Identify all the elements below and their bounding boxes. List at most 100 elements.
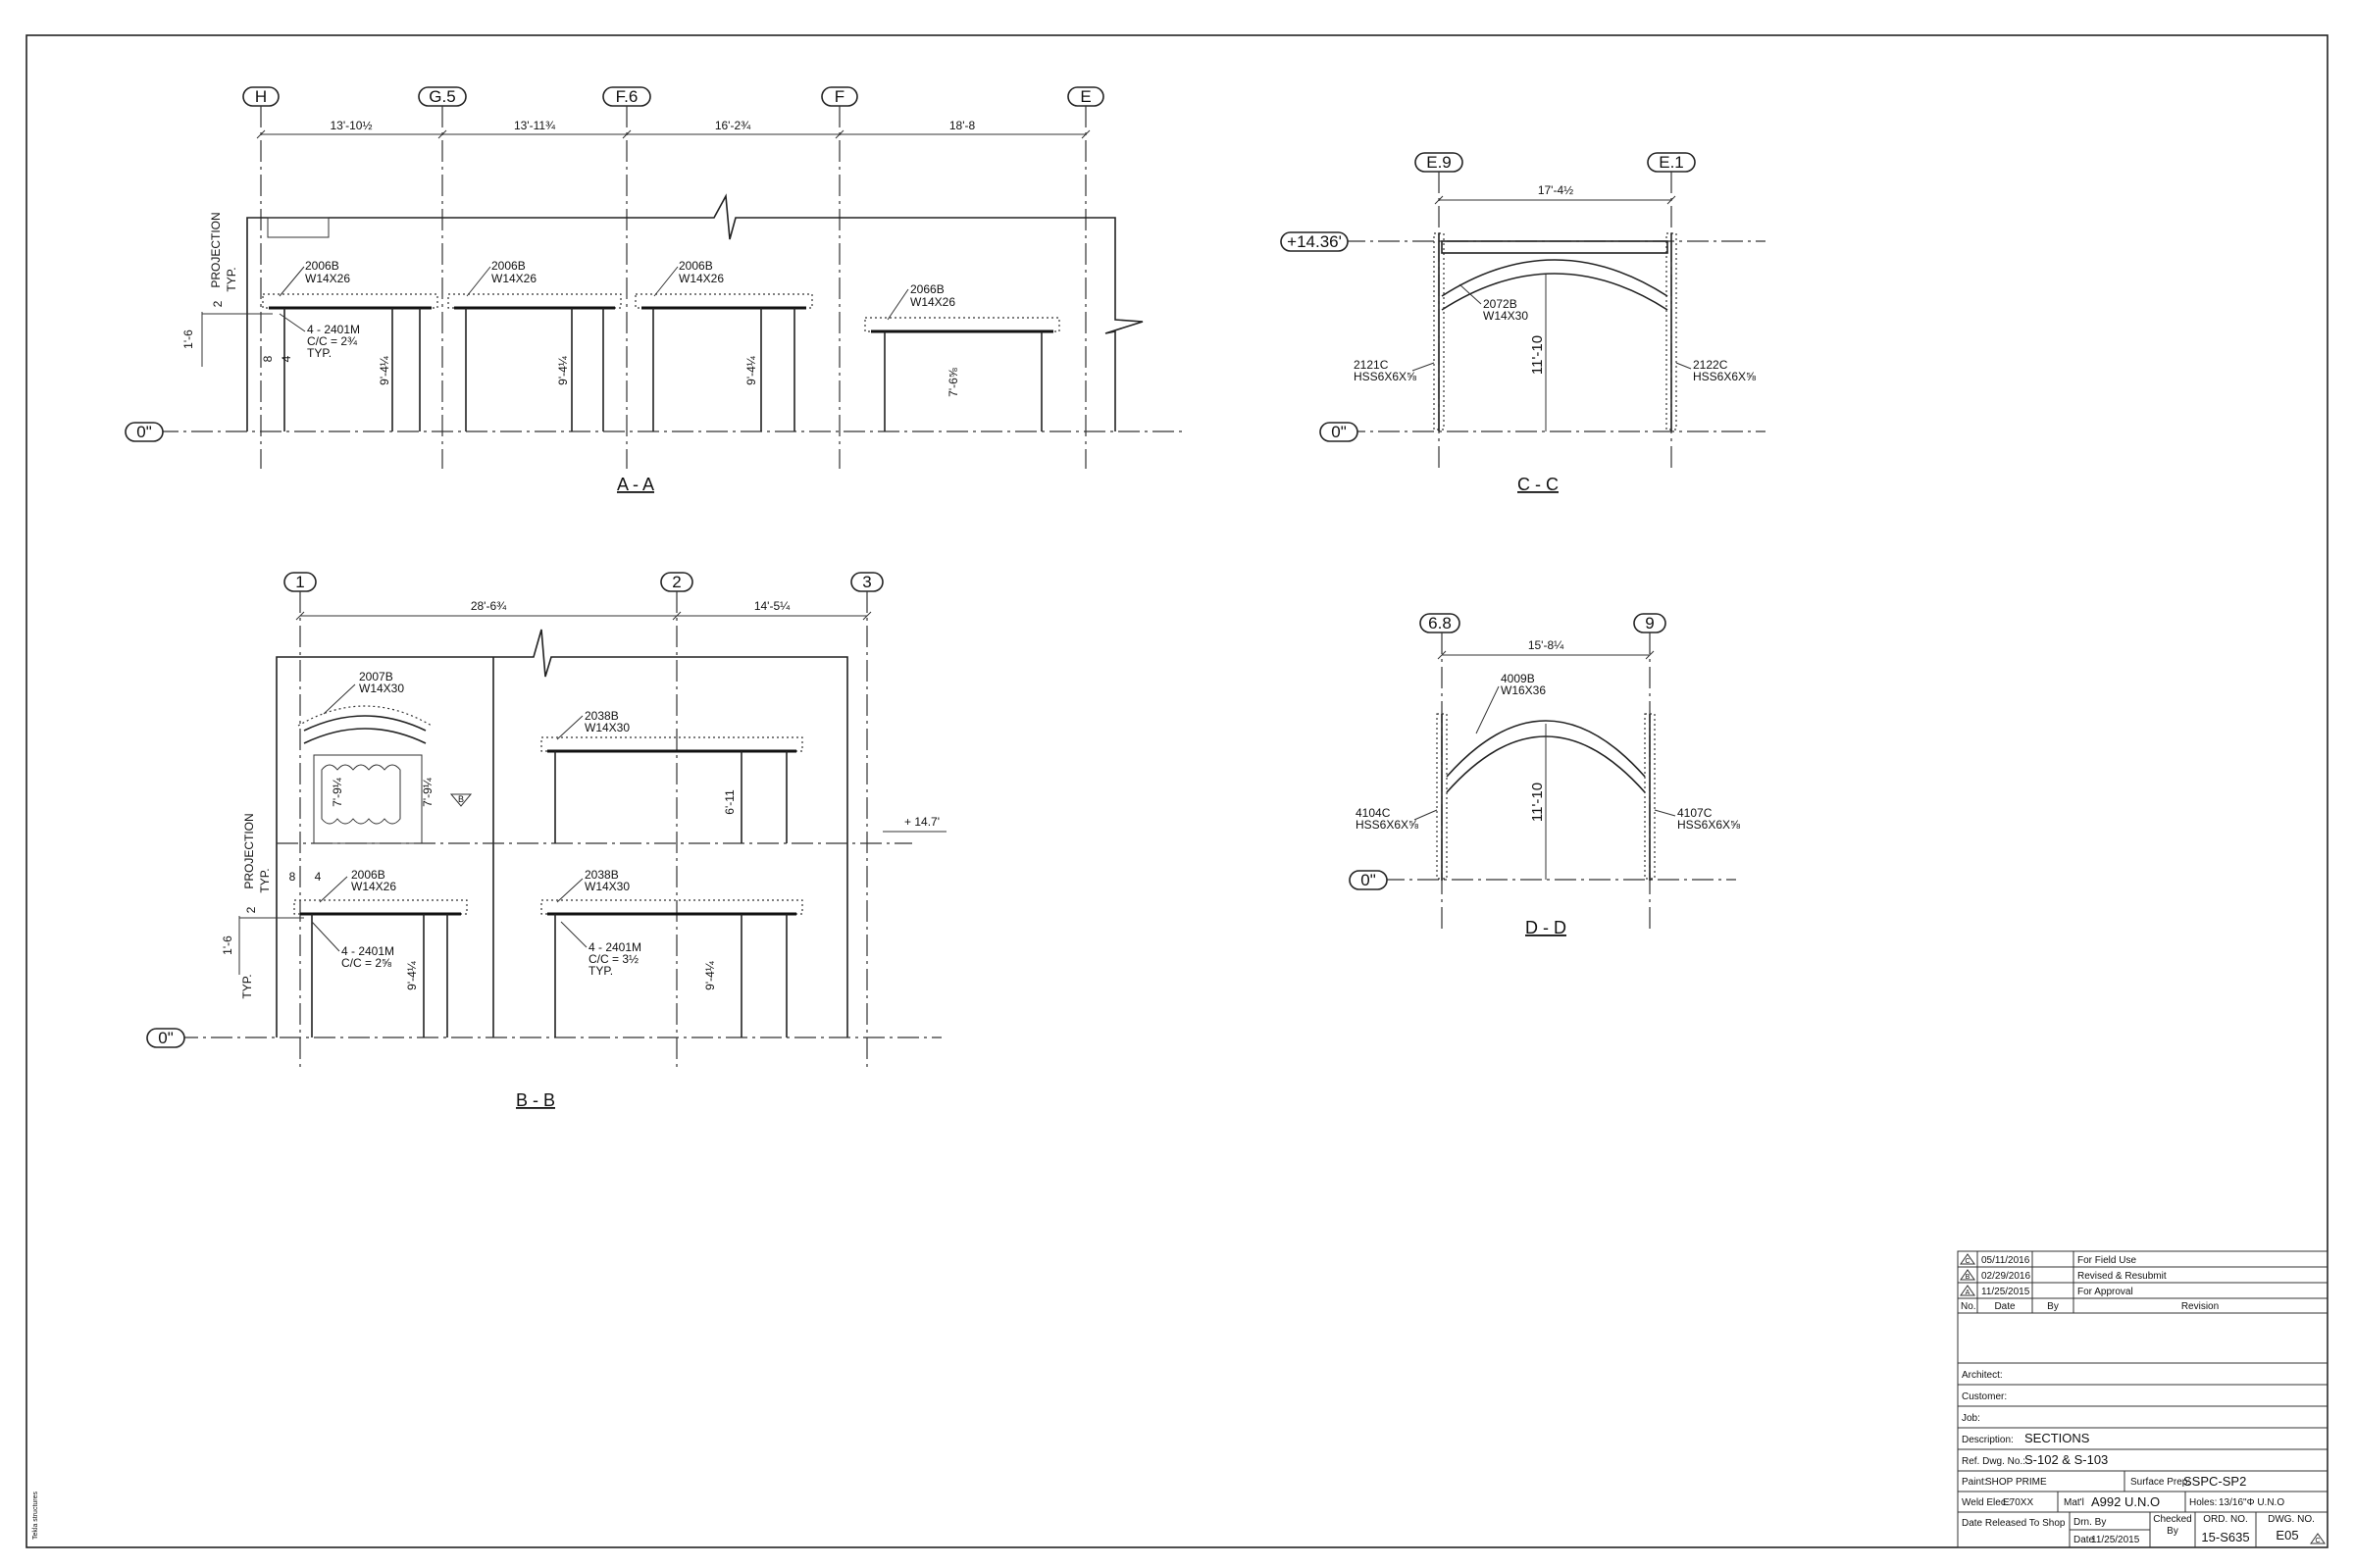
grid-bubble-e1[interactable]: E.1 (1647, 152, 1696, 173)
beam-label-bb-arch: 2007B (359, 670, 393, 683)
svg-text:Revised & Resubmit: Revised & Resubmit (2077, 1271, 2167, 1282)
grid-bubble-9[interactable]: 9 (1633, 613, 1666, 633)
ref-value[interactable]: S-102 & S-103 (2024, 1452, 2108, 1467)
svg-text:02/29/2016: 02/29/2016 (1981, 1271, 2030, 1282)
grid-bubble-3[interactable]: 3 (850, 572, 884, 592)
col-label-cc-left: 2121C (1354, 358, 1389, 372)
dim-bb-4: 4 (315, 870, 322, 884)
typ-label-bb-1: TYP. (258, 868, 272, 892)
beam-label-bb-upper: 2038B (585, 709, 619, 723)
svg-text:9: 9 (1645, 614, 1654, 632)
svg-text:For Field Use: For Field Use (2077, 1255, 2136, 1266)
grid-bubble-68[interactable]: 6.8 (1419, 613, 1460, 633)
svg-text:6.8: 6.8 (1428, 614, 1452, 632)
rev-tag-bb[interactable]: B (458, 794, 464, 804)
height-bb-lower-l: 9'-4¼ (405, 960, 419, 990)
svg-text:C: C (1965, 1258, 1970, 1265)
elev-top-cc[interactable]: +14.36' (1280, 231, 1349, 252)
surface-label: Surface Prep: (2130, 1477, 2190, 1488)
holes-label: Holes: (2189, 1497, 2217, 1508)
dim-bb-1: 28'-6¾ (471, 599, 507, 613)
col-size-dd-right: HSS6X6X⅝ (1677, 818, 1741, 832)
ref-label: Ref. Dwg. No.: (1962, 1456, 2025, 1467)
holes-value[interactable]: 13/16"Φ U.N.O (2219, 1497, 2284, 1508)
col-label-cc-right: 2122C (1693, 358, 1728, 372)
col-size-cc-left: HSS6X6X⅝ (1354, 370, 1417, 383)
grid-bubble-2[interactable]: 2 (660, 572, 693, 592)
elev-zero-dd[interactable]: 0" (1349, 870, 1388, 890)
svg-text:E.1: E.1 (1659, 153, 1684, 172)
section-title-aa[interactable]: A - A (617, 475, 654, 494)
date-value[interactable]: 11/25/2015 (2091, 1535, 2140, 1545)
section-title-bb[interactable]: B - B (516, 1090, 555, 1110)
surface-value[interactable]: SSPC-SP2 (2183, 1474, 2246, 1489)
beam-label-bb-lower-l: 2006B (351, 868, 385, 882)
dim-bb-16: 1'-6 (221, 936, 234, 955)
svg-text:0": 0" (158, 1029, 174, 1047)
dim-bb-2in: 2 (244, 906, 258, 913)
paint-value[interactable]: SHOP PRIME (1985, 1477, 2047, 1488)
rev-row-b[interactable]: B 02/29/2016 Revised & Resubmit (1960, 1269, 2167, 1282)
title-block: C 05/11/2016 For Field Use B 02/29/2016 … (1957, 1250, 2328, 1548)
rev-row-a[interactable]: A 11/25/2015 For Approval (1960, 1285, 2133, 1297)
grid-bubble-h[interactable]: H (242, 86, 280, 107)
dwg-rev-mark: C (2315, 1538, 2320, 1544)
grid-bubble-e9[interactable]: E.9 (1414, 152, 1463, 173)
projection-label-aa: PROJECTION (209, 212, 223, 287)
section-bb: 1 2 3 28'-6¾ 14'-5¼ 0" + 14.7' (146, 572, 947, 1110)
height-aa-3: 9'-4¼ (744, 355, 758, 385)
elev-zero-bb[interactable]: 0" (146, 1028, 185, 1048)
grid-bubble-g5[interactable]: G.5 (418, 86, 467, 107)
dwg-value[interactable]: E05 (2276, 1528, 2298, 1543)
height-cc: 11'-10 (1529, 335, 1546, 375)
dim-aa-2in: 2 (211, 300, 225, 307)
customer-label: Customer: (1962, 1391, 2007, 1402)
rev-head-by: By (2047, 1301, 2059, 1312)
released-label: Date Released To Shop (1962, 1518, 2066, 1529)
svg-text:0": 0" (1360, 871, 1376, 889)
section-title-cc[interactable]: C - C (1517, 475, 1559, 494)
elev-zero-aa[interactable]: 0" (125, 422, 164, 442)
matl-value[interactable]: A992 U.N.O (2091, 1494, 2160, 1509)
height-bb-arch-r: 7'-9¼ (421, 777, 435, 807)
beam-label-aa-4: 2066B (910, 282, 945, 296)
dim-cc: 17'-4½ (1538, 183, 1573, 197)
bolt-note-bb-right-2: C/C = 3½ (588, 952, 639, 966)
col-size-cc-right: HSS6X6X⅝ (1693, 370, 1757, 383)
bolt-note-aa-2: C/C = 2¾ (307, 334, 358, 348)
bolt-note-bb-left-2: C/C = 2⅝ (341, 956, 392, 970)
description-value[interactable]: SECTIONS (2024, 1431, 2090, 1445)
dim-aa-4: 4 (280, 355, 293, 362)
ord-value[interactable]: 15-S635 (2201, 1530, 2249, 1544)
elev-zero-cc[interactable]: 0" (1319, 422, 1358, 442)
bolt-note-aa-3: TYP. (307, 346, 332, 360)
paint-label: Paint: (1962, 1477, 1987, 1488)
dim-dd: 15'-8¼ (1528, 638, 1564, 652)
svg-text:E: E (1080, 87, 1091, 106)
height-aa-4: 7'-6⅝ (947, 367, 960, 397)
svg-text:H: H (255, 87, 267, 106)
grid-bubble-f[interactable]: F (821, 86, 858, 107)
beam-label-dd: 4009B (1501, 672, 1535, 685)
dim-aa-4: 18'-8 (949, 119, 976, 132)
typ-label-bb-2: TYP. (240, 974, 254, 998)
grid-bubble-e[interactable]: E (1067, 86, 1104, 107)
section-title-dd[interactable]: D - D (1525, 918, 1566, 937)
beam-size-aa-3: W14X26 (679, 272, 724, 285)
svg-text:05/11/2016: 05/11/2016 (1981, 1255, 2030, 1266)
grid-bubble-1[interactable]: 1 (283, 572, 317, 592)
rev-row-c[interactable]: C 05/11/2016 For Field Use (1960, 1253, 2136, 1266)
projection-label-bb: PROJECTION (242, 813, 256, 888)
beam-size-cc: W14X30 (1483, 309, 1528, 323)
weld-value[interactable]: E70XX (2003, 1497, 2033, 1508)
rev-head-revision: Revision (2181, 1301, 2219, 1312)
beam-label-aa-1: 2006B (305, 259, 339, 273)
grid-bubble-f6[interactable]: F.6 (602, 86, 651, 107)
checked-label: Checked (2153, 1514, 2191, 1525)
beam-size-bb-upper: W14X30 (585, 721, 630, 734)
section-cc: E.9 E.1 17'-4½ +14.36' 0" (1280, 152, 1766, 494)
svg-text:11/25/2015: 11/25/2015 (1981, 1287, 2030, 1297)
rev-head-no: No. (1961, 1301, 1976, 1312)
checked-by: By (2167, 1526, 2178, 1537)
col-size-dd-left: HSS6X6X⅝ (1356, 818, 1419, 832)
